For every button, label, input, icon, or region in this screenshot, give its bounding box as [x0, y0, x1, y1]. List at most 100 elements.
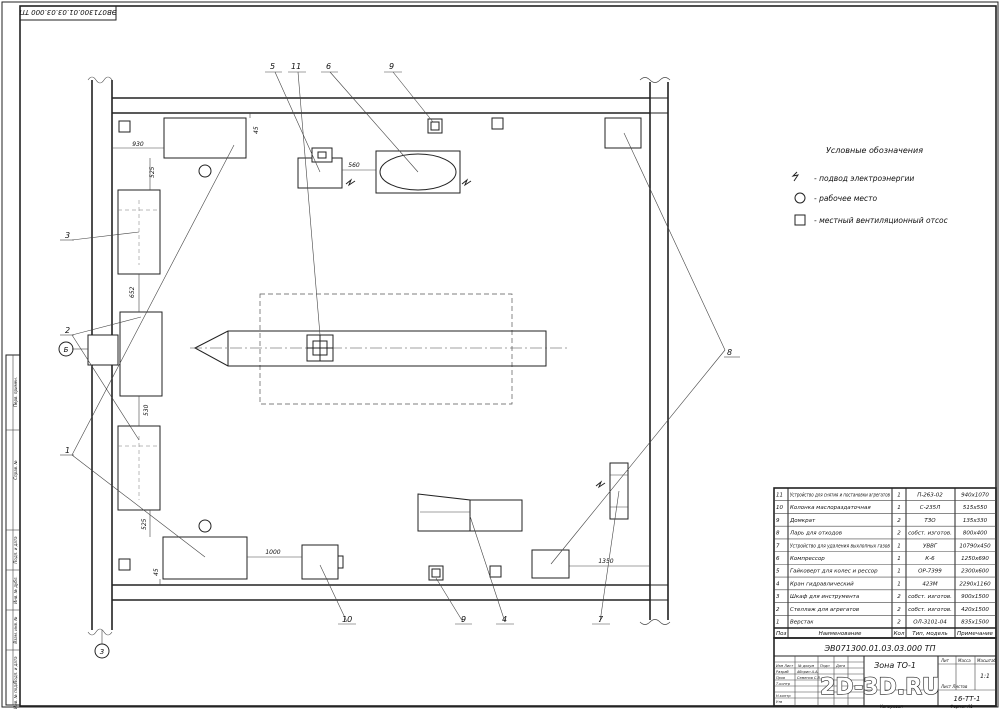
spec-cell-qty: 2 [897, 607, 901, 613]
callout-11: 11 [291, 62, 301, 71]
spec-cell-qty: 1 [897, 569, 901, 575]
vent-3 [491, 117, 504, 130]
spec-header-note: Примечание [957, 631, 994, 637]
dim-652: 652 [129, 286, 136, 298]
vent-2 [427, 118, 443, 134]
callout-6: 6 [326, 62, 331, 71]
spec-cell-qty: 2 [897, 518, 901, 524]
callout-4: 4 [502, 615, 507, 624]
spec-cell-type: ОР-7399 [918, 569, 942, 575]
callout-2: 2 [65, 326, 70, 335]
strip-label-2: Справ. № [13, 460, 18, 479]
workbench-bottom [162, 536, 248, 580]
spec-cell-name: Компрессор [790, 556, 825, 562]
waste-bin-bottom [531, 549, 570, 579]
spec-cell-note: 900х1500 [961, 594, 989, 600]
spec-cell-note: 10790х450 [959, 543, 991, 549]
spec-cell-type: собст. изготов. [908, 594, 952, 600]
legend: Условные обозначения - подвод электроэне… [791, 146, 949, 226]
spec-header-qty: Кол [894, 631, 905, 637]
dim-560: 560 [348, 162, 360, 169]
spec-cell-name: Шкаф для инструмента [790, 594, 860, 600]
spec-cell-pos: 8 [776, 531, 780, 537]
spec-cell-qty: 1 [897, 543, 901, 549]
strip-label-4: Инв. № дубл. [13, 576, 18, 603]
spec-cell-note: 800х400 [963, 531, 988, 537]
sheet-label-lit: Лит [940, 658, 950, 663]
strip-label-1: Перв. примен. [13, 377, 18, 407]
spec-cell-pos: 4 [776, 581, 780, 587]
dim-930: 930 [132, 141, 144, 148]
callout-1: 1 [65, 446, 70, 455]
axis-marker-b [58, 341, 74, 357]
spec-cell-note: 135х330 [963, 518, 988, 524]
spec-cell-qty: 2 [897, 620, 901, 626]
vent-6 [489, 565, 502, 578]
copied-label: Копировал [880, 704, 903, 709]
watermark: 2D-3D.RU [819, 674, 940, 700]
callout-9-bottom: 9 [461, 615, 466, 624]
dim-525b: 525 [141, 518, 148, 530]
callout-7: 7 [598, 615, 604, 624]
spec-cell-pos: 5 [776, 569, 780, 575]
callout-5: 5 [270, 62, 275, 71]
spec-cell-qty: 2 [897, 531, 901, 537]
vent-1 [118, 120, 131, 133]
title-group: 16-ТТ-1 [954, 695, 981, 703]
legend-title: Условные обозначения [826, 146, 923, 155]
legend-item-power: - подвод электроэнергии [814, 174, 914, 183]
title-role-6: Пров [776, 676, 785, 680]
axis-label-3: 3 [100, 648, 104, 656]
workbench-top [163, 117, 247, 159]
corner-code-box [19, 5, 117, 21]
spec-cell-name: Домкрат [789, 518, 816, 524]
spec-cell-name: Устройство для снятия и постановки агрег… [790, 492, 890, 498]
power-icon [791, 171, 800, 182]
title-role-7: Т.контр [776, 682, 791, 686]
spec-cell-pos: 1 [776, 620, 780, 626]
workplace-top [198, 164, 212, 178]
spec-cell-name: Колонка маслораздаточная [790, 505, 871, 511]
spec-cell-pos: 7 [776, 543, 780, 549]
vent-5 [428, 565, 444, 581]
building-walls [87, 76, 671, 636]
power-icon-3 [595, 480, 606, 489]
strip-label-6: Подп. и дата [13, 656, 18, 684]
spec-cell-type: 423М [922, 581, 937, 587]
spec-cell-pos: 10 [776, 505, 783, 511]
title-role-5: Разраб [776, 670, 789, 674]
spec-cell-type: ОЛ-3101-04 [913, 620, 947, 626]
spec-cell-pos: 3 [776, 594, 780, 600]
spec-cell-note: 515х550 [963, 505, 988, 511]
spec-cell-type: П-263-02 [917, 492, 943, 498]
spec-cell-pos: 11 [776, 492, 783, 498]
workplace-bottom [198, 519, 212, 533]
dim-1350: 1350 [598, 558, 613, 565]
title-role-9: Утв [776, 700, 782, 704]
hydraulic-crane [417, 493, 523, 532]
callout-10: 10 [342, 615, 352, 624]
callout-3: 3 [65, 231, 70, 240]
sheet-label-mass: Масса [958, 658, 971, 663]
spec-cell-type: К-6 [925, 556, 935, 562]
title-role-4: Дата [835, 664, 845, 668]
title-block-code: ЭВ071300.01.03.03.000 ТП [823, 644, 935, 653]
spec-cell-note: 2300х600 [961, 569, 989, 575]
strip-label-5: Взам. инв. № [13, 616, 18, 643]
legend-item-vent: - местный вентиляционный отсос [814, 216, 949, 225]
title-role-8: Н.контр [776, 694, 791, 698]
title-name-1: Аборин А.А. [796, 670, 819, 674]
axis-marker-3 [94, 643, 110, 659]
vehicle-zone [259, 293, 513, 405]
power-icon-1 [345, 178, 356, 187]
spec-cell-note: 2290х1160 [959, 581, 991, 587]
callout-8: 8 [727, 348, 732, 357]
callout-9-top: 9 [389, 62, 394, 71]
workplace-icon [794, 192, 806, 204]
vehicle-outline [193, 330, 547, 367]
spec-header-pos: Поз [776, 631, 787, 637]
spec-cell-name: Устройство для удаления выхлопных газов [790, 543, 890, 549]
inner-frame [19, 5, 997, 707]
dim-1000: 1000 [265, 549, 280, 556]
